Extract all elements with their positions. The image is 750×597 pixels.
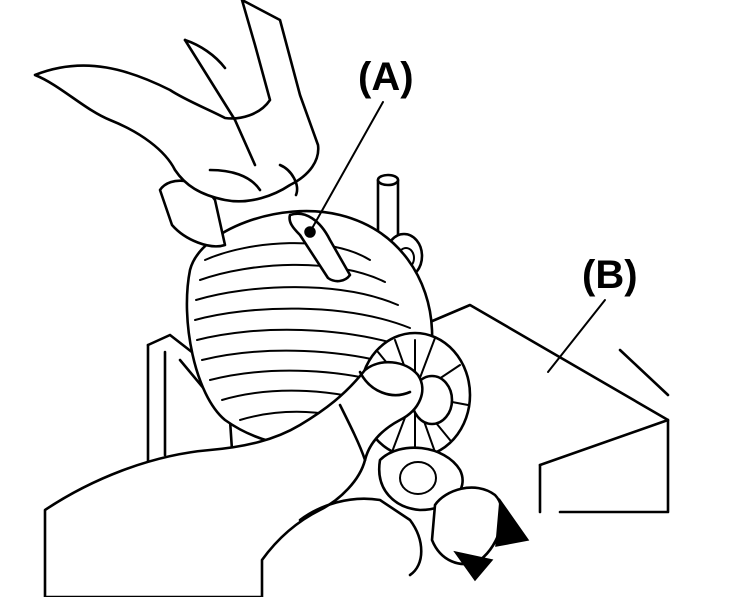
lower-hand	[43, 360, 424, 597]
callout-label-a: (A)	[358, 55, 414, 99]
callout-label-b: (B)	[582, 253, 638, 297]
leader-line-b	[547, 299, 606, 373]
upper-hand	[33, 0, 320, 203]
tester-base	[428, 303, 670, 514]
leader-line-a	[309, 101, 384, 233]
armature-shaft	[158, 179, 530, 582]
